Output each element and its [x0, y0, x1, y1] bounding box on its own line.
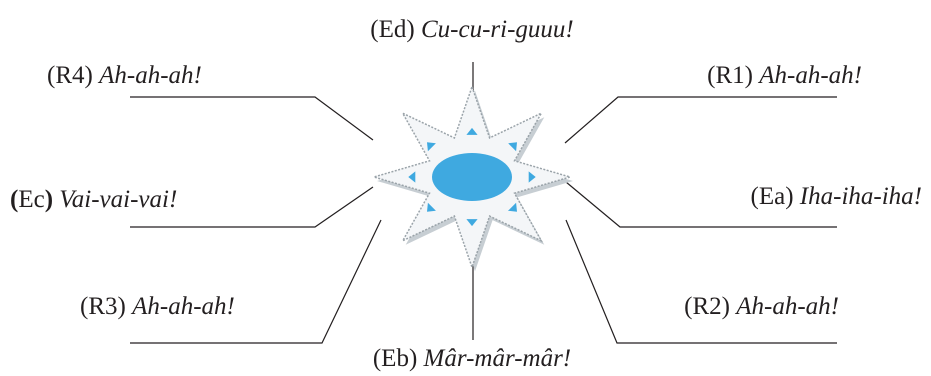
- direction-arrows: [408, 127, 536, 227]
- line-ec: [130, 186, 374, 228]
- label-ea: (Ea) Iha-iha-iha!: [751, 183, 922, 210]
- label-r3: (R3) Ah-ah-ah!: [80, 293, 235, 320]
- line-r2: [565, 219, 837, 344]
- line-r3: [130, 219, 382, 344]
- arrow-icon: [408, 171, 416, 183]
- line-r4: [130, 96, 374, 141]
- line-ea: [565, 181, 837, 228]
- label-r4: (R4) Ah-ah-ah!: [47, 62, 202, 89]
- arrow-icon: [427, 202, 436, 212]
- compass-star-icon: [371, 84, 573, 272]
- label-ed: (Ed) Cu-cu-ri-guuu!: [370, 16, 573, 43]
- line-r1: [564, 96, 837, 144]
- arrow-icon: [427, 142, 436, 152]
- label-eb: (Eb) Mâr-mâr-mâr!: [373, 345, 571, 372]
- center-ellipse: [432, 153, 512, 201]
- label-r2: (R2) Ah-ah-ah!: [684, 293, 839, 320]
- label-r1: (R1) Ah-ah-ah!: [707, 62, 862, 89]
- connector-lines: [130, 62, 837, 344]
- arrow-icon: [508, 142, 517, 152]
- arrow-icon: [528, 171, 536, 183]
- arrow-icon: [466, 127, 478, 135]
- arrow-icon: [466, 219, 478, 227]
- arrow-icon: [508, 202, 517, 212]
- label-ec: (Ec) Vai-vai-vai!: [10, 186, 177, 213]
